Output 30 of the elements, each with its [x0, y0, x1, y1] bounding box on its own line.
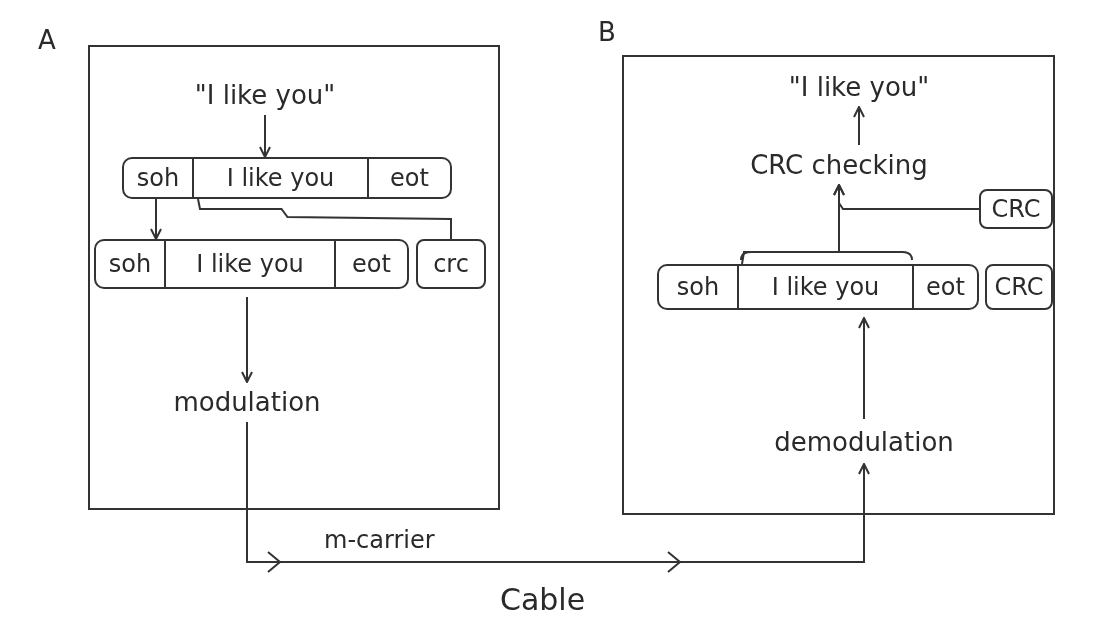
arrow — [833, 184, 980, 210]
packet-frame — [94, 239, 409, 289]
packet-field: eot — [336, 241, 407, 287]
crc-box: CRC — [985, 264, 1053, 310]
panel-letter: B — [598, 17, 616, 47]
packet-field: I like you — [739, 266, 914, 308]
packet-field: soh — [96, 241, 166, 287]
arrow — [259, 114, 271, 158]
packet-field: I like you — [166, 241, 336, 287]
text-label: "I like you" — [734, 67, 984, 107]
text-label: "I like you" — [170, 75, 360, 115]
arrow — [150, 198, 162, 240]
packet-frame — [657, 264, 979, 310]
arrow — [853, 106, 865, 146]
arrow — [241, 296, 253, 383]
arrow — [246, 421, 870, 563]
text-label: CRC checking — [709, 145, 969, 185]
packet-field: I like you — [194, 159, 369, 197]
text-label: demodulation — [734, 419, 994, 464]
packet-field: soh — [124, 159, 194, 197]
caption-text: Cable — [500, 582, 586, 617]
packet-field: eot — [914, 266, 977, 308]
text-label: modulation — [127, 382, 367, 422]
crc-box: CRC — [979, 189, 1053, 229]
packet-frame — [122, 157, 452, 199]
packet-field: eot — [369, 159, 450, 197]
panel-letter: A — [38, 25, 56, 55]
packet-field: soh — [659, 266, 739, 308]
crc-box: crc — [416, 239, 486, 289]
arrow — [858, 317, 870, 420]
